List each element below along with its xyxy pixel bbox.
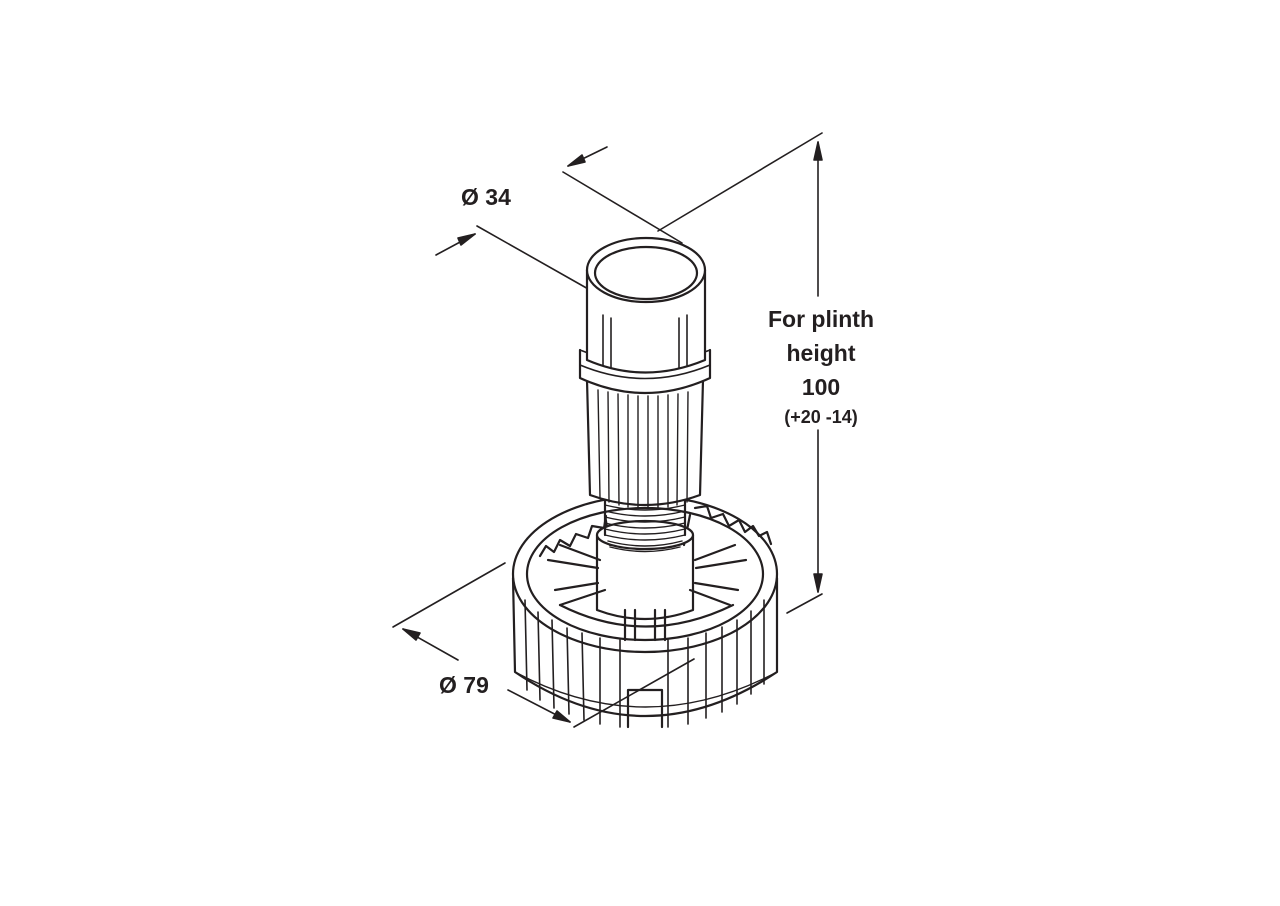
diameter-top-label: Ø 34 [461, 184, 511, 210]
height-tolerance: (+20 -14) [784, 407, 858, 427]
height-label-line1: For plinth [767, 306, 875, 332]
height-value: 100 [801, 374, 841, 400]
diameter-base-label: Ø 79 [439, 672, 489, 698]
base-foot [511, 494, 779, 729]
height-label-line2: height [786, 340, 856, 366]
dimension-lines [392, 132, 823, 728]
plinth-height-label: For plinth height 100 (+20 -14) [740, 302, 902, 430]
height-adjust-column [578, 236, 712, 509]
